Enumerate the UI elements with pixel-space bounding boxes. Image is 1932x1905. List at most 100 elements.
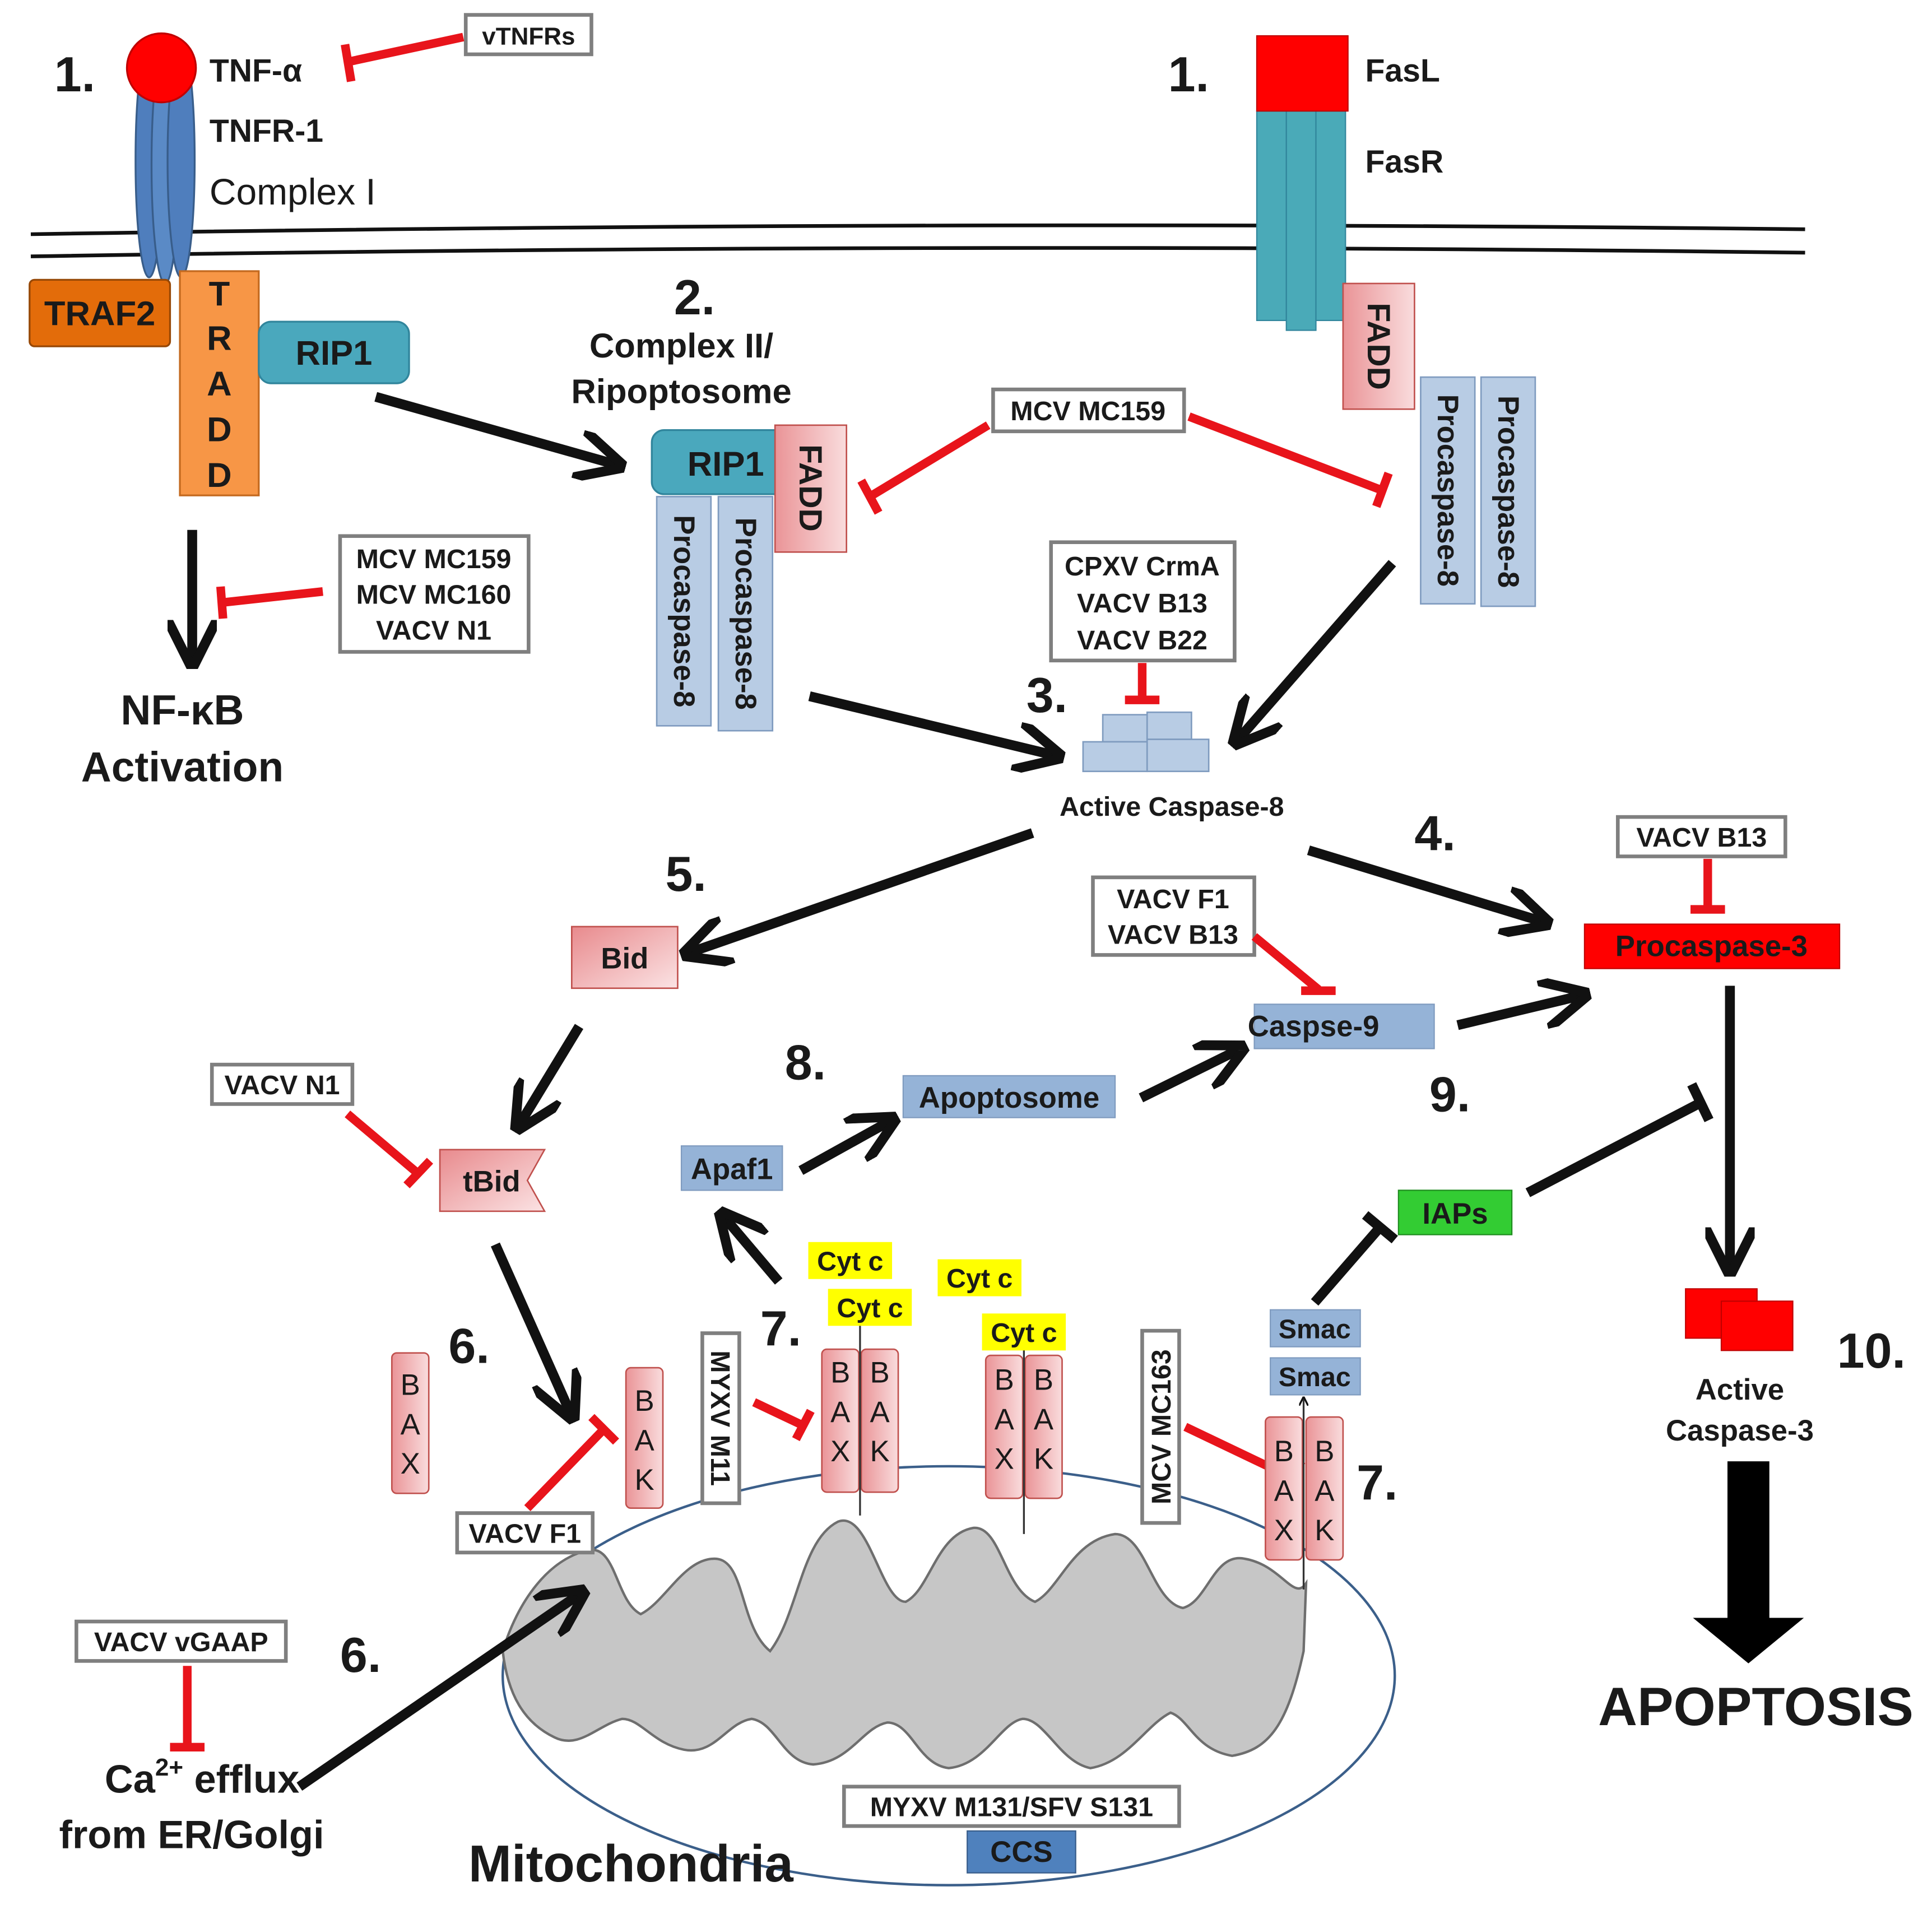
svg-text:B: B (870, 1356, 889, 1389)
svg-text:VACV F1: VACV F1 (468, 1518, 581, 1549)
arrow-apaf1-apoptosome (798, 1121, 889, 1175)
svg-text:MYXV M131/SFV S131: MYXV M131/SFV S131 (870, 1792, 1153, 1822)
svg-text:A: A (207, 365, 231, 403)
svg-text:B: B (401, 1368, 420, 1401)
svg-text:X: X (830, 1435, 850, 1468)
svg-text:RIP1: RIP1 (688, 445, 764, 484)
procaspase8-fas: Procaspase-8 Procaspase-8 (1420, 376, 1536, 607)
svg-text:tBid: tBid (463, 1165, 521, 1198)
mitochondrion: Mitochondria (468, 1465, 1396, 1893)
rip1-top: RIP1 (258, 320, 410, 384)
step-9: 9. (1429, 1067, 1470, 1122)
svg-text:vTNFRs: vTNFRs (482, 22, 575, 50)
cell-membrane (30, 223, 1805, 258)
svg-text:D: D (207, 456, 231, 495)
step-10: 10. (1837, 1323, 1906, 1378)
svg-text:CPXV CrmA: CPXV CrmA (1065, 551, 1220, 582)
step-4: 4. (1414, 805, 1455, 861)
active-caspase3: Active Caspase-3 (1666, 1288, 1814, 1447)
svg-text:from ER/Golgi: from ER/Golgi (59, 1813, 324, 1857)
svg-text:MCV MC160: MCV MC160 (356, 580, 512, 610)
fasl-label: FasL (1365, 53, 1439, 89)
svg-text:Smac: Smac (1279, 1314, 1351, 1344)
tnf-alpha-label: TNF-α (210, 53, 302, 89)
fas-receptor: FasL FasR (1256, 35, 1443, 331)
svg-text:IAPs: IAPs (1422, 1197, 1488, 1230)
svg-text:VACV N1: VACV N1 (225, 1070, 340, 1100)
apaf1: Apaf1 (680, 1145, 783, 1191)
step-7-smac: 7. (1357, 1455, 1397, 1510)
svg-text:Cyt c: Cyt c (817, 1246, 883, 1276)
vgaap-inhibitor: VACV vGAAP (75, 1619, 288, 1752)
svg-text:T: T (209, 275, 230, 314)
svg-text:MCV MC159: MCV MC159 (1010, 396, 1165, 426)
vacv-n1-inhibitor: VACV N1 (210, 1062, 434, 1188)
svg-text:D: D (207, 410, 231, 449)
svg-text:K: K (1034, 1442, 1053, 1475)
smac: Smac Smac (1270, 1309, 1361, 1396)
svg-text:MCV MC159: MCV MC159 (356, 544, 512, 574)
svg-text:K: K (634, 1463, 654, 1497)
svg-text:A: A (830, 1396, 851, 1429)
svg-text:B: B (1274, 1435, 1294, 1468)
arrow-tbid-bak (490, 1242, 570, 1413)
svg-text:B: B (1034, 1364, 1053, 1397)
vacv-f1-bak-inhibitor: VACV F1 (455, 1414, 619, 1555)
svg-text:R: R (207, 319, 231, 358)
svg-text:A: A (1274, 1475, 1294, 1508)
svg-text:A: A (401, 1408, 421, 1441)
svg-text:Procaspase-8: Procaspase-8 (1492, 396, 1525, 588)
svg-text:FADD: FADD (792, 444, 828, 532)
step-7-cytc: 7. (760, 1300, 801, 1356)
svg-text:Bid: Bid (601, 942, 648, 975)
tnf-alpha-ligand (126, 32, 197, 104)
svg-text:Ca2+ efflux: Ca2+ efflux (105, 1754, 299, 1801)
svg-text:VACV B22: VACV B22 (1077, 625, 1208, 656)
fasr-label: FasR (1365, 144, 1443, 180)
arrow-casp8-procasp3 (1307, 845, 1543, 922)
svg-text:RIP1: RIP1 (295, 334, 372, 373)
svg-text:Smac: Smac (1279, 1362, 1351, 1392)
cytochrome-c: Cyt c Cyt c Cyt c Cyt c (808, 1242, 1066, 1351)
step-6-bax: 6. (448, 1318, 489, 1373)
svg-text:X: X (401, 1447, 420, 1480)
svg-text:FADD: FADD (1360, 303, 1396, 390)
ccs-inhibitor: MYXV M131/SFV S131 CCS (842, 1785, 1181, 1874)
tnfr1-label: TNFR-1 (210, 113, 323, 149)
svg-text:Cyt c: Cyt c (837, 1293, 903, 1323)
arrow-rip1-complex2 (374, 392, 616, 464)
step-6-ca: 6. (340, 1627, 381, 1683)
svg-text:Cyt c: Cyt c (946, 1263, 1013, 1294)
step-5: 5. (665, 846, 706, 902)
svg-text:K: K (1315, 1514, 1334, 1547)
caspase9: Caspse-9 (1248, 1003, 1435, 1049)
tnf-receptor: TNF-α TNFR-1 Complex I (126, 32, 376, 285)
myxv-m11-inhibitor: MYXV M11 (700, 1331, 815, 1506)
svg-text:NF-κB: NF-κB (120, 686, 244, 733)
step-8: 8. (785, 1034, 826, 1090)
arrow-complex2-casp8 (808, 691, 1055, 756)
iaps: IAPs (1311, 1082, 1713, 1306)
arrow-ca-mitochondria (296, 1595, 579, 1791)
svg-text:VACV B13: VACV B13 (1636, 823, 1767, 853)
mcv-mc159-inhibitor: MCV MC159 (857, 387, 1393, 515)
apoptosome: Apoptosome (902, 1075, 1116, 1118)
svg-text:B: B (830, 1356, 850, 1389)
bax-bak-pore-3: B A X B A K (1265, 1398, 1344, 1590)
svg-text:Complex II/: Complex II/ (589, 327, 773, 365)
svg-text:X: X (1274, 1514, 1294, 1547)
svg-text:B: B (634, 1384, 654, 1418)
arrow-bid-tbid (520, 1024, 584, 1124)
svg-text:VACV B13: VACV B13 (1108, 920, 1238, 950)
step-numbers: 1. 1. 2. 3. 4. 5. 6. 6. 7. 7. 8. 9. 10. (54, 47, 1906, 1683)
svg-text:CCS: CCS (990, 1836, 1052, 1869)
traf2: TRAF2 (29, 278, 171, 347)
svg-text:Apoptosome: Apoptosome (919, 1081, 1099, 1114)
nfkb-inhibitors: MCV MC159 MCV MC160 VACV N1 (216, 534, 531, 654)
svg-text:Procaspase-8: Procaspase-8 (667, 515, 700, 707)
svg-text:A: A (1034, 1403, 1054, 1436)
svg-text:Ripoptosome: Ripoptosome (571, 372, 791, 411)
fadd-fas: FADD (1342, 282, 1415, 410)
svg-text:A: A (634, 1424, 654, 1457)
arrow-casp9-procasp3 (1456, 996, 1581, 1030)
